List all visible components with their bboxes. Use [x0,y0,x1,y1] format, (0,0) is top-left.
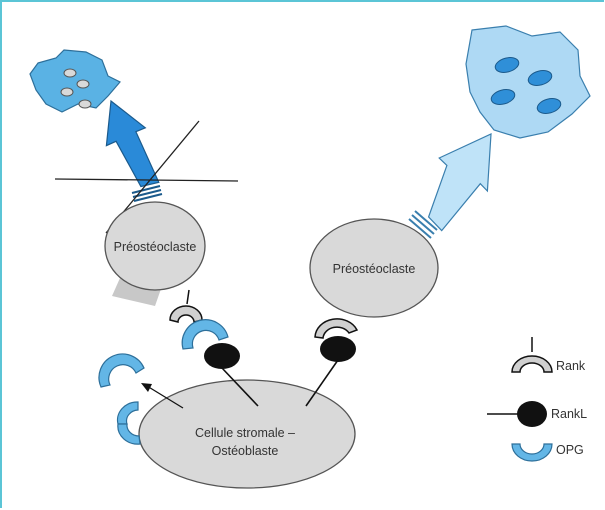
legend-label-opg: OPG [556,443,584,457]
legend-item-opg: OPG [511,443,584,462]
legend-item-rank: Rank [511,337,586,373]
legend: Rank RankL OPG [487,337,587,462]
stromal-cell-osteoblast: Cellule stromale – Ostéoblaste [138,379,356,489]
legend-label-rankl: RankL [551,407,587,421]
preosteoclast-left: Préostéoclaste [104,201,206,306]
rankl-ligand-icon [517,401,547,427]
opg-decoy-icon [511,443,553,462]
opg-bound-left [181,319,229,350]
preosteoclast-right: Préostéoclaste [309,218,439,318]
differentiation-arrow-right [408,133,492,239]
legend-item-rankl: RankL [487,401,587,427]
rank-receptor-right [314,318,359,339]
differentiation-arrow-left [105,99,163,202]
rankl-left [204,343,259,407]
stromal-cell-label-line2: Ostéoblaste [212,444,279,458]
preosteoclast-left-label: Préostéoclaste [114,240,197,254]
osteoclast-right-active [465,25,591,139]
stromal-cell-label-line1: Cellule stromale – [195,426,295,440]
rank-receptor-left [169,289,203,323]
legend-label-rank: Rank [556,359,586,373]
rankl-right [305,336,356,407]
preosteoclast-right-label: Préostéoclaste [333,262,416,276]
opg-released [98,353,184,445]
rank-receptor-icon [511,355,553,373]
osteoclast-left-blocked [29,49,121,113]
